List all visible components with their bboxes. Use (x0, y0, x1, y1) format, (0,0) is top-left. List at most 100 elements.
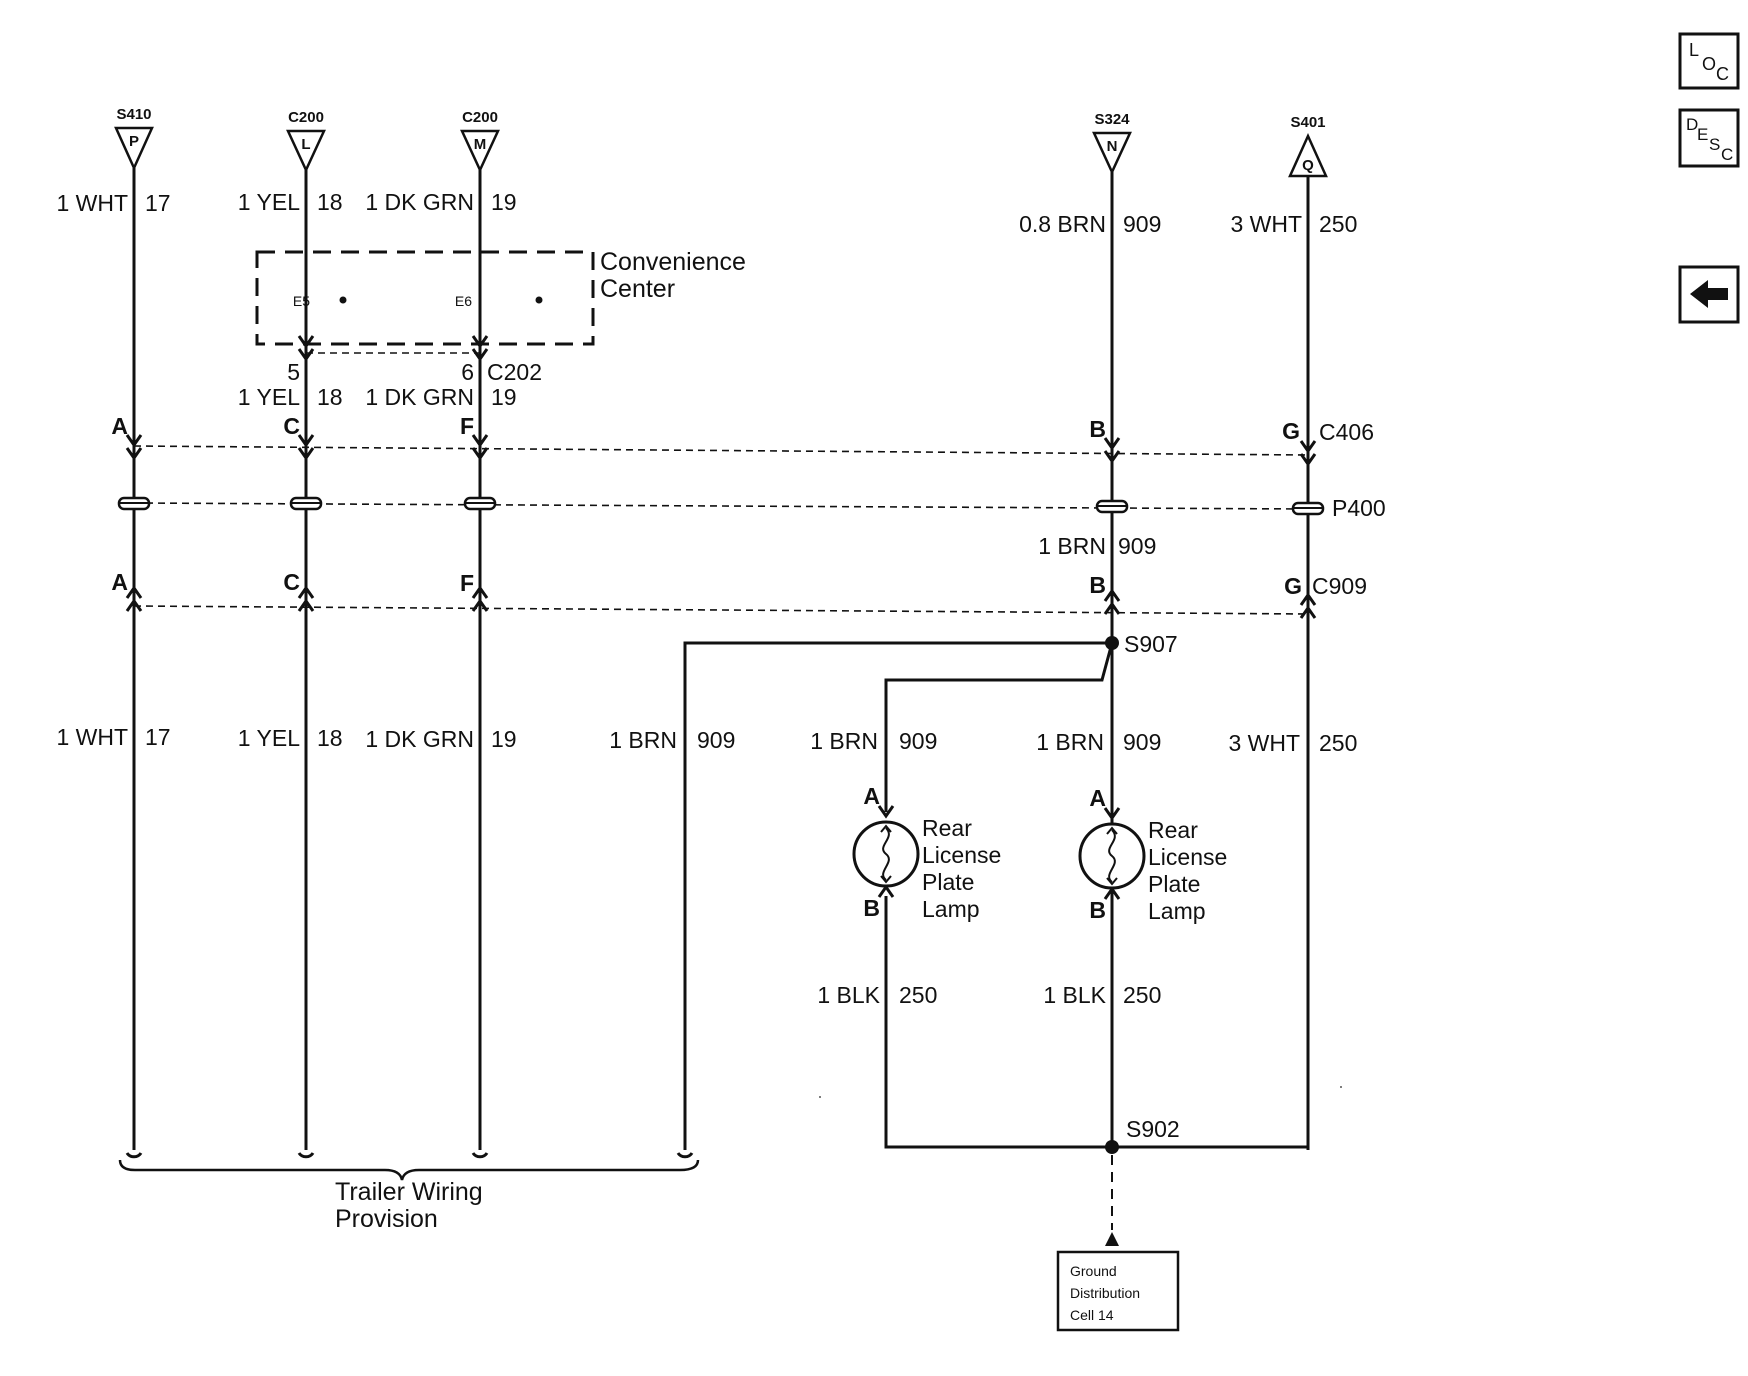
convenience-center: Convenience Center E5 E6 (255, 248, 746, 346)
source-id: C200 (462, 109, 498, 126)
splice-s907: S907 (1105, 631, 1178, 657)
connector-label: C406 (1319, 419, 1374, 445)
wire-circuit: 250 (1123, 982, 1161, 1008)
lamp-label: Lamp (922, 896, 980, 922)
desc-button[interactable]: D E S C (1678, 108, 1740, 168)
desc-letter: C (1721, 145, 1733, 164)
source-c200-l: C200 L (286, 109, 326, 173)
ground-box-label: Ground (1070, 1263, 1117, 1279)
splice-label: S902 (1126, 1116, 1180, 1142)
source-s410: S410 P (114, 106, 154, 172)
connector-p400: P400 1 BRN 909 (117, 495, 1386, 559)
back-button[interactable] (1678, 265, 1740, 324)
pin-label: A (863, 783, 880, 809)
lamp-label: Plate (1148, 871, 1200, 897)
wire-circuit: 19 (491, 384, 517, 410)
source-c200-m: C200 M (460, 109, 500, 173)
source-letter: N (1107, 138, 1118, 155)
pin-label: 6 (461, 359, 474, 385)
lamp-label: License (922, 842, 1001, 868)
pin-label: E6 (455, 293, 472, 309)
pin-label: A (111, 569, 128, 595)
wire-gauge: 1 DK GRN (365, 384, 474, 410)
wire-circuit: 19 (491, 189, 517, 215)
loc-button[interactable]: L O C (1678, 32, 1740, 90)
wire-gauge: 1 YEL (238, 189, 300, 215)
splice-s902: S902 (1105, 1116, 1180, 1246)
wire-circuit: 909 (899, 728, 937, 754)
wire-circuit: 909 (1123, 211, 1161, 237)
trailer-label: Trailer Wiring (335, 1178, 483, 1206)
source-s401: S401 Q (1288, 114, 1328, 178)
wire-circuit: 17 (145, 724, 171, 750)
trailer-wiring-provision: Trailer Wiring Provision (118, 1152, 700, 1233)
wire-paths (132, 168, 1310, 1150)
wire-gauge: 1 BRN (1038, 533, 1106, 559)
source-id: S324 (1094, 111, 1130, 128)
wire-gauge: 1 YEL (238, 384, 300, 410)
source-id: S401 (1290, 114, 1325, 131)
pin-label: E5 (293, 293, 310, 309)
connector-c202: 5 6 C202 1 YEL 18 1 DK GRN 19 (238, 335, 542, 410)
wire-circuit: 17 (145, 190, 171, 216)
wire-circuit: 250 (1319, 730, 1357, 756)
loc-letter: L (1689, 40, 1699, 60)
wire-gauge: 1 DK GRN (365, 189, 474, 215)
source-s324: S324 N (1092, 111, 1132, 175)
wire-gauge: 1 DK GRN (365, 726, 474, 752)
ground-box-label: Distribution (1070, 1285, 1140, 1301)
top-wire-labels: 1 WHT 17 1 YEL 18 1 DK GRN 19 0.8 BRN 90… (56, 189, 1357, 237)
desc-letter: S (1709, 135, 1720, 154)
wire-gauge: 1 BRN (810, 728, 878, 754)
connector-label: C909 (1312, 573, 1367, 599)
ground-distribution-box[interactable]: Ground Distribution Cell 14 (1056, 1250, 1180, 1332)
loc-letter: O (1702, 54, 1716, 74)
connector-c909: A C F B G C909 (111, 569, 1367, 619)
source-letter: L (301, 136, 310, 153)
pin-label: G (1282, 418, 1300, 444)
pin-label: B (1089, 572, 1106, 598)
pin-label: B (1089, 897, 1106, 923)
bottom-wire-labels: 1 WHT 17 1 YEL 18 1 DK GRN 19 1 BRN 909 … (56, 724, 1357, 756)
wire-gauge: 1 BRN (609, 727, 677, 753)
pin-label: C (283, 569, 300, 595)
wire-circuit: 18 (317, 384, 343, 410)
source-id: S410 (116, 106, 151, 123)
wire-circuit: 19 (491, 726, 517, 752)
arrow-left-icon (1690, 280, 1728, 308)
wire-gauge: 1 WHT (56, 724, 128, 750)
wire-circuit: 909 (697, 727, 735, 753)
ground-box-label: Cell 14 (1070, 1307, 1114, 1323)
wire-circuit: 909 (1123, 729, 1161, 755)
pin-label: A (111, 413, 128, 439)
convenience-center-label: Center (600, 275, 675, 303)
rear-license-plate-lamp-left: A B Rear License Plate Lamp 1 BLK 250 (817, 783, 1001, 1008)
wire-gauge: 1 BRN (1036, 729, 1104, 755)
convenience-center-label: Convenience (600, 248, 746, 276)
wire-gauge: 1 YEL (238, 725, 300, 751)
wire-gauge: 1 WHT (56, 190, 128, 216)
connector-label: P400 (1332, 495, 1386, 521)
wire-circuit: 250 (899, 982, 937, 1008)
wire-gauge: 1 BLK (817, 982, 880, 1008)
loc-letter: C (1716, 64, 1729, 84)
desc-letter: D (1686, 115, 1698, 134)
lamp-label: License (1148, 844, 1227, 870)
source-id: C200 (288, 109, 324, 126)
wire-gauge: 3 WHT (1230, 211, 1302, 237)
wire-gauge: 3 WHT (1228, 730, 1300, 756)
pin-label: 5 (287, 359, 300, 385)
splice-label: S907 (1124, 631, 1178, 657)
wire-gauge: 0.8 BRN (1019, 211, 1106, 237)
source-letter: Q (1302, 157, 1314, 174)
lamp-label: Lamp (1148, 898, 1206, 924)
connector-label: C202 (487, 359, 542, 385)
desc-letter: E (1697, 125, 1708, 144)
pin-label: F (460, 570, 474, 596)
lamp-label: Rear (922, 815, 972, 841)
wire-circuit: 250 (1319, 211, 1357, 237)
pin-label: A (1089, 785, 1106, 811)
connector-c406: A C F B G C406 (111, 413, 1374, 467)
lamp-label: Rear (1148, 817, 1198, 843)
